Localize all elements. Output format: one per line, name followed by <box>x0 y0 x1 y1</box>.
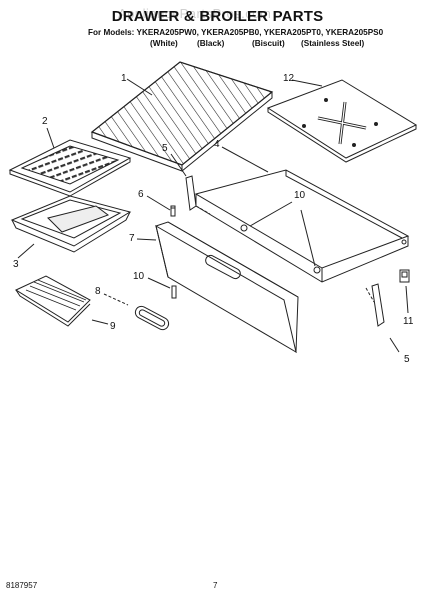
oven-rack <box>90 61 274 172</box>
broiler-grid <box>8 139 132 197</box>
callout-2: 2 <box>42 116 48 127</box>
screw <box>170 205 176 217</box>
callout-10-lower: 10 <box>133 271 145 282</box>
drawer-front-panel <box>155 221 299 354</box>
spacer-upper <box>240 224 248 232</box>
callout-11: 11 <box>403 316 414 327</box>
callout-3: 3 <box>13 259 19 270</box>
broiler-pan <box>10 195 132 253</box>
callout-12: 12 <box>283 73 295 84</box>
fastener-left <box>171 285 177 299</box>
page-number: 7 <box>213 581 218 590</box>
drawer-glide-bracket <box>14 275 91 327</box>
color-stainless-steel: (Stainless Steel) <box>301 39 365 48</box>
drawer-slide-rear <box>365 283 385 327</box>
watermark-text: AppliancePartsPros.com <box>118 6 272 21</box>
color-black: (Black) <box>197 39 225 48</box>
callout-9: 9 <box>110 321 116 332</box>
broiler-plate <box>266 79 418 163</box>
callout-10-upper: 10 <box>294 190 306 201</box>
drawer-slide-front <box>185 175 211 215</box>
model-list: For Models: YKERA205PW0, YKERA205PB0, YK… <box>88 28 384 37</box>
color-biscuit: (Biscuit) <box>252 39 285 48</box>
drawer-body <box>194 169 410 283</box>
drawer-handle <box>134 305 170 331</box>
clip <box>399 269 410 283</box>
callout-8: 8 <box>95 286 101 297</box>
callout-4: 4 <box>214 139 220 150</box>
spacer-lower <box>313 266 321 274</box>
page-title: DRAWER & BROILER PARTS <box>111 8 324 25</box>
callout-5-upper: 5 <box>162 143 168 154</box>
part-number: 8187957 <box>6 581 38 590</box>
callout-6: 6 <box>138 189 144 200</box>
callout-5-lower: 5 <box>404 354 410 365</box>
callout-1: 1 <box>121 73 127 84</box>
callout-7: 7 <box>129 233 135 244</box>
color-white: (White) <box>150 39 178 48</box>
